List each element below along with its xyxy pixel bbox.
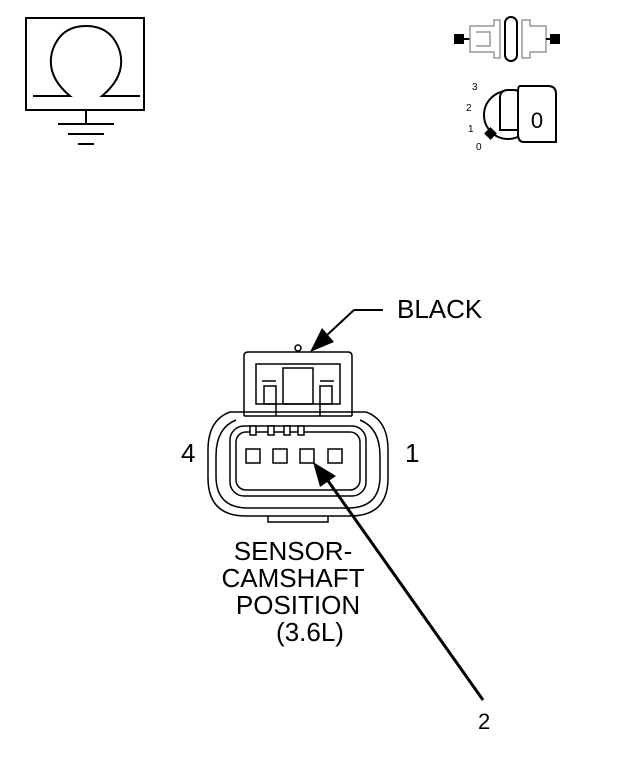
connector-disconnect-icon: [454, 16, 560, 62]
ignition-position-2: 2: [466, 103, 472, 114]
pin-cavity-2: [299, 448, 315, 464]
pin-callout-number: 2: [478, 709, 490, 734]
connector-name: SENSOR- CAMSHAFT POSITION (3.6L): [222, 536, 365, 647]
color-leader: [310, 309, 383, 352]
connector-name-line-4: (3.6L): [276, 617, 344, 647]
ground-icon: [58, 110, 114, 145]
ohmmeter-icon: [25, 17, 145, 111]
ignition-position-1: 1: [468, 124, 474, 135]
connector-name-line-2: CAMSHAFT: [222, 563, 365, 593]
connector-color-label: BLACK: [397, 294, 483, 324]
pin-number-right: 1: [405, 438, 419, 468]
pin-number-left: 4: [181, 438, 195, 468]
pin-cavities: [245, 448, 343, 464]
pin-cavity-3: [272, 448, 288, 464]
ignition-position-0: 0: [476, 142, 482, 153]
pin-callout-pointer: [313, 462, 485, 701]
ignition-position-3: 3: [472, 82, 478, 93]
ignition-key-position: 0: [531, 108, 543, 133]
connector-body: [207, 344, 389, 523]
pin-cavity-1: [327, 448, 343, 464]
connector-name-line-3: POSITION: [236, 590, 360, 620]
ignition-switch-icon: 3 2 1 0 0: [466, 82, 557, 153]
connector-name-line-1: SENSOR-: [234, 536, 352, 566]
pin-cavity-4: [245, 448, 261, 464]
